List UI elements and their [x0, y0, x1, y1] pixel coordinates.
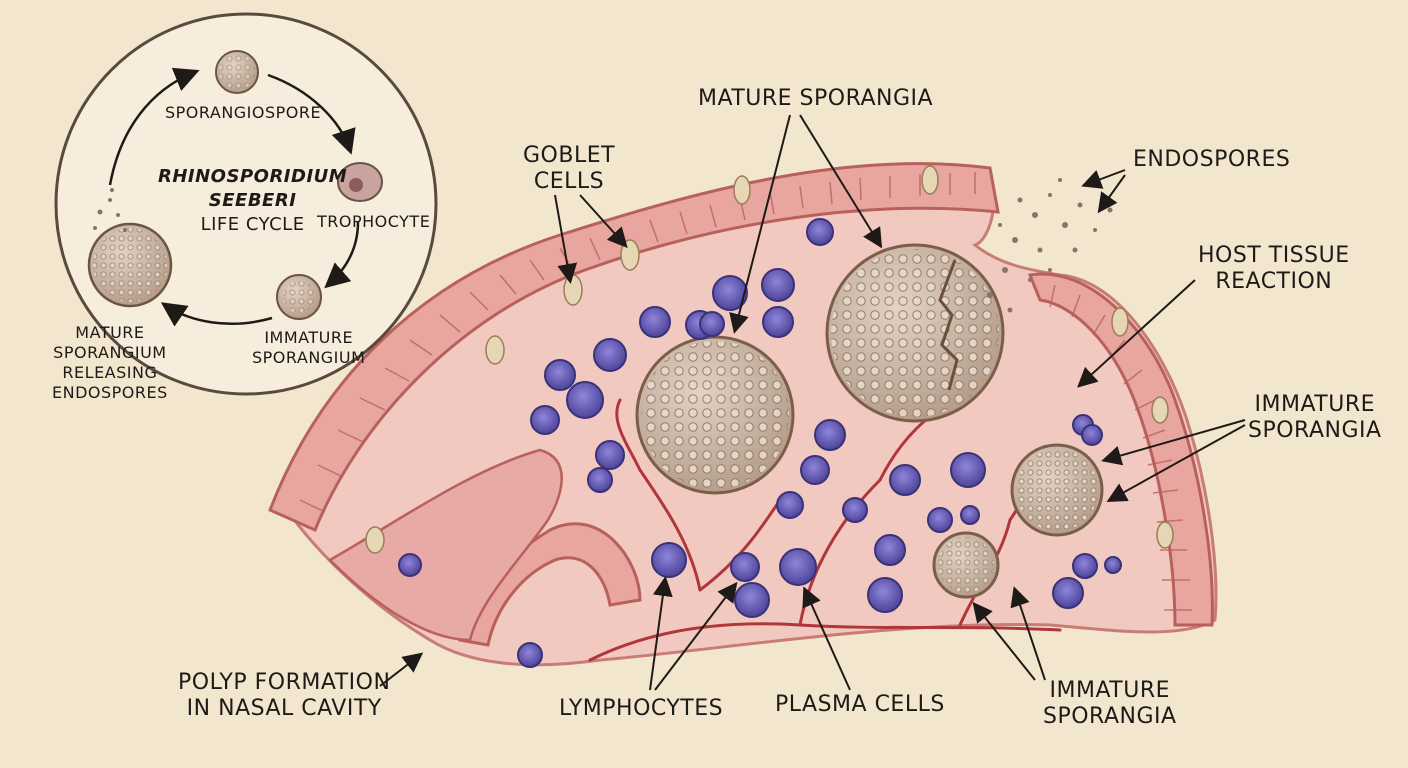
- label-immature-bottom-line1: IMMATURE: [1049, 678, 1171, 703]
- label-lymphocytes: LYMPHOCYTES: [559, 696, 724, 721]
- life-cycle-immature: [276, 274, 322, 320]
- label-polyp-line1: POLYP FORMATION: [178, 670, 391, 695]
- lymphocytes: [398, 218, 1122, 668]
- life-cycle-mature: [87, 188, 173, 308]
- label-immature-right-line1: IMMATURE: [1254, 392, 1376, 417]
- label-host-tissue-reaction: HOST TISSUE REACTION: [1198, 243, 1350, 295]
- polyp-fold: [327, 448, 563, 642]
- endospore-cloud: [987, 178, 1113, 313]
- label-mature-line1: MATURE: [75, 323, 145, 342]
- life-cycle-spore: [215, 50, 259, 94]
- label-mature-line3: RELEASING: [62, 363, 158, 382]
- label-immature-right-line2: SPORANGIA: [1248, 418, 1382, 443]
- life-cycle-title-line3: LIFE CYCLE: [200, 214, 305, 235]
- life-cycle-panel: [54, 12, 438, 396]
- label-mature-sporangium: MATURE SPORANGIUM RELEASING ENDOSPORES: [52, 323, 168, 403]
- immature-sporangium-small: [932, 531, 1000, 599]
- label-mature-line2: SPORANGIUM: [53, 343, 167, 362]
- label-immature-line2: SPORANGIUM: [252, 348, 366, 367]
- life-cycle-title-line1: RHINOSPORIDIUM: [158, 166, 348, 187]
- label-polyp-formation: POLYP FORMATION IN NASAL CAVITY: [178, 670, 390, 722]
- label-mature-sporangia: MATURE SPORANGIA: [698, 86, 934, 111]
- life-cycle-trophocyte: [337, 162, 383, 202]
- label-host-line1: HOST TISSUE: [1198, 243, 1350, 268]
- label-immature-sporangium: IMMATURE SPORANGIUM: [252, 328, 365, 368]
- label-arrows: [379, 114, 1246, 691]
- label-trophocyte: TROPHOCYTE: [317, 212, 431, 231]
- life-cycle-title: RHINOSPORIDIUM SEEBERI LIFE CYCLE: [158, 165, 347, 237]
- epithelium-layer: [268, 162, 1000, 532]
- rupturing-sporangium: [825, 243, 1005, 423]
- label-goblet-line1: GOBLET: [523, 143, 616, 168]
- label-polyp-line2: IN NASAL CAVITY: [186, 696, 382, 721]
- label-plasma-cells: PLASMA CELLS: [775, 692, 945, 717]
- label-mature-line4: ENDOSPORES: [52, 383, 168, 402]
- label-immature-line1: IMMATURE: [264, 328, 354, 347]
- label-sporangiospore: SPORANGIOSPORE: [165, 103, 322, 122]
- label-immature-sporangia-bottom: IMMATURE SPORANGIA: [1043, 678, 1177, 730]
- mature-sporangium: [635, 335, 795, 495]
- label-immature-sporangia-right: IMMATURE SPORANGIA: [1248, 392, 1382, 444]
- life-cycle-title-line2: SEEBERI: [208, 190, 297, 211]
- label-host-line2: REACTION: [1215, 269, 1333, 294]
- label-goblet-line2: CELLS: [533, 169, 605, 194]
- label-immature-bottom-line2: SPORANGIA: [1043, 704, 1177, 729]
- epithelium-cells: [299, 172, 1192, 611]
- label-goblet-cells: GOBLET CELLS: [523, 143, 615, 195]
- label-endospores: ENDOSPORES: [1133, 147, 1291, 172]
- immature-sporangium-large: [1010, 443, 1104, 537]
